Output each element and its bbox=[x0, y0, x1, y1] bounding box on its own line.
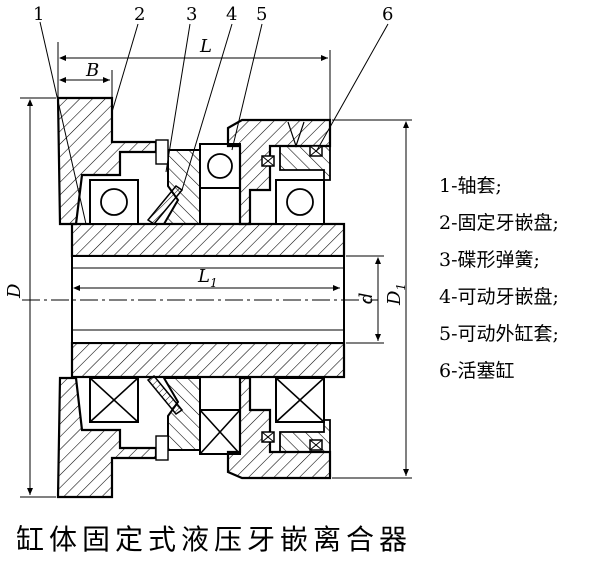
legend-item: 3-碟形弹簧; bbox=[439, 249, 540, 271]
dim-label-L1: L1 bbox=[197, 266, 218, 290]
parts-legend: 1-轴套; 2-固定牙嵌盘; 3-碟形弹簧; 4-可动牙嵌盘; 5-可动外缸套;… bbox=[439, 172, 559, 394]
bearing-mid-top bbox=[199, 143, 241, 189]
part-label-6: 6 bbox=[382, 4, 393, 25]
part-label-4: 4 bbox=[226, 4, 237, 25]
shaft-sleeve bbox=[22, 222, 378, 379]
leader-lines bbox=[39, 21, 389, 225]
piston-cylinder bbox=[261, 121, 331, 453]
legend-item: 5-可动外缸套; bbox=[439, 323, 559, 345]
bearing-left-top bbox=[89, 179, 139, 225]
movable-jaw-disc bbox=[155, 139, 201, 461]
bearing-left-bottom bbox=[89, 377, 139, 423]
dimension-labels: B L L1 D d D1 bbox=[4, 36, 408, 306]
dim-label-B: B bbox=[85, 60, 99, 81]
legend-item: 2-固定牙嵌盘; bbox=[439, 212, 559, 234]
dim-label-L: L bbox=[199, 36, 212, 57]
legend-item: 6-活塞缸 bbox=[439, 360, 515, 382]
dimension-lines bbox=[20, 42, 412, 498]
part-label-2: 2 bbox=[134, 4, 145, 25]
dim-label-D1: D1 bbox=[384, 283, 408, 306]
dim-label-D: D bbox=[4, 283, 25, 299]
bearing-right-bottom bbox=[275, 377, 325, 423]
bearing-mid-bottom bbox=[199, 409, 241, 455]
part-label-1: 1 bbox=[33, 4, 44, 25]
dim-label-d: d bbox=[356, 292, 377, 304]
part-label-5: 5 bbox=[256, 4, 267, 25]
part-number-labels: 1 2 3 4 5 6 bbox=[33, 4, 393, 25]
figure-caption: 缸体固定式液压牙嵌离合器 bbox=[16, 523, 413, 556]
bearing-right-top bbox=[275, 179, 325, 225]
legend-item: 1-轴套; bbox=[439, 175, 502, 197]
legend-item: 4-可动牙嵌盘; bbox=[439, 286, 559, 308]
part-label-3: 3 bbox=[186, 4, 197, 25]
